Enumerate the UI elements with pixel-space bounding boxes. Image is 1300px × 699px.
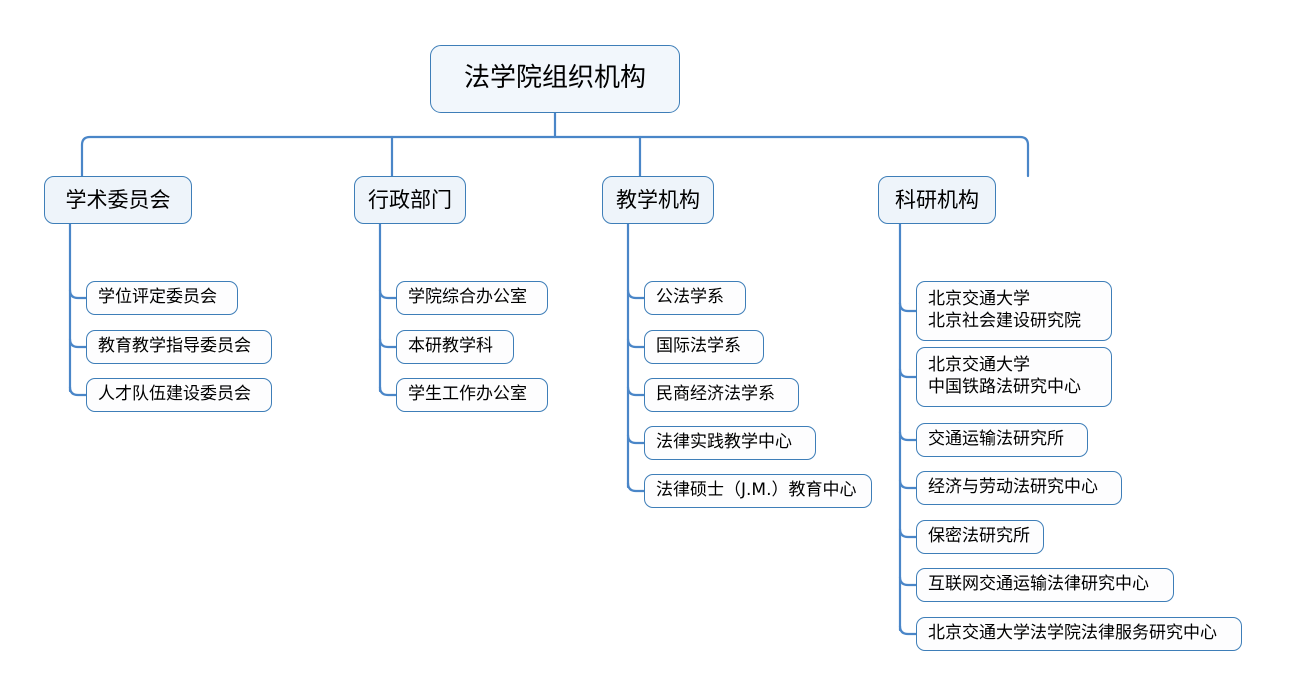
node-leaf-international-law-department[interactable]: 国际法学系: [644, 330, 764, 364]
node-branch-research[interactable]: 科研机构: [878, 176, 996, 224]
node-leaf-undergrad-grad-teaching-section[interactable]: 本研教学科: [396, 330, 514, 364]
node-leaf-confidentiality-law-institute[interactable]: 保密法研究所: [916, 520, 1044, 554]
node-leaf-talent-team-construction-committee[interactable]: 人才队伍建设委员会: [86, 378, 272, 412]
node-leaf-line2: 北京社会建设研究院: [928, 311, 1081, 331]
node-leaf-line1: 北京交通大学: [928, 289, 1030, 310]
connector-elbow-4-2: [898, 367, 918, 379]
node-branch-administrative[interactable]: 行政部门: [354, 176, 466, 224]
node-leaf-bjtu-law-school-legal-service-research-center[interactable]: 北京交通大学法学院法律服务研究中心: [916, 617, 1242, 651]
connector-elbow-4-3: [898, 430, 918, 442]
node-leaf-internet-transport-law-research-center[interactable]: 互联网交通运输法律研究中心: [916, 568, 1174, 602]
connector-elbow-4-7: [898, 624, 918, 636]
node-leaf-line2: 中国铁路法研究中心: [928, 377, 1081, 397]
connector-elbow-2-1: [378, 288, 398, 300]
connector-elbow-3-1: [626, 288, 646, 300]
node-leaf-education-teaching-guidance-committee[interactable]: 教育教学指导委员会: [86, 330, 272, 364]
node-leaf-economic-labor-law-research-center[interactable]: 经济与劳动法研究中心: [916, 471, 1122, 505]
node-leaf-civil-commercial-economic-law-department[interactable]: 民商经济法学系: [644, 378, 799, 412]
node-leaf-public-law-department[interactable]: 公法学系: [644, 281, 746, 315]
connector-elbow-3-5: [626, 481, 646, 493]
connector-root-bus: [80, 135, 1030, 147]
node-leaf-college-general-office[interactable]: 学院综合办公室: [396, 281, 548, 315]
connector-elbow-3-2: [626, 337, 646, 349]
connector-elbow-1-2: [68, 337, 88, 349]
node-leaf-transport-law-institute[interactable]: 交通运输法研究所: [916, 423, 1088, 457]
connector-elbow-2-2: [378, 337, 398, 349]
connector-elbow-2-3: [378, 385, 398, 397]
node-root[interactable]: 法学院组织机构: [430, 45, 680, 113]
connector-elbow-1-1: [68, 288, 88, 300]
connector-elbow-4-4: [898, 478, 918, 490]
node-leaf-legal-practice-teaching-center[interactable]: 法律实践教学中心: [644, 426, 816, 460]
connector-elbow-4-6: [898, 575, 918, 587]
node-leaf-degree-evaluation-committee[interactable]: 学位评定委员会: [86, 281, 238, 315]
connector-elbow-1-3: [68, 385, 88, 397]
node-leaf-beijing-social-construction-institute[interactable]: 北京交通大学 北京社会建设研究院: [916, 281, 1112, 341]
node-leaf-student-affairs-office[interactable]: 学生工作办公室: [396, 378, 548, 412]
node-leaf-line1: 北京交通大学: [928, 355, 1030, 376]
connector-elbow-4-1: [898, 301, 918, 313]
connector-elbow-3-4: [626, 433, 646, 445]
node-branch-academic-committee[interactable]: 学术委员会: [44, 176, 192, 224]
node-leaf-china-railway-law-research-center[interactable]: 北京交通大学 中国铁路法研究中心: [916, 347, 1112, 407]
node-leaf-jm-education-center[interactable]: 法律硕士（J.M.）教育中心: [644, 474, 872, 508]
connector-elbow-4-5: [898, 527, 918, 539]
connector-elbow-3-3: [626, 385, 646, 397]
node-branch-teaching[interactable]: 教学机构: [602, 176, 714, 224]
